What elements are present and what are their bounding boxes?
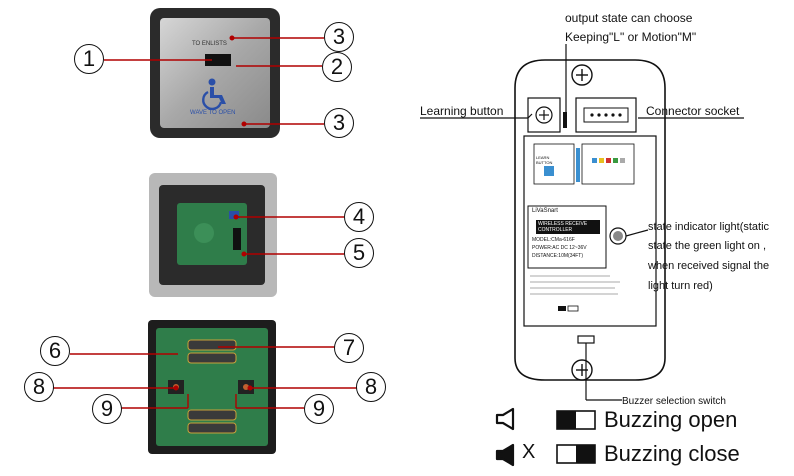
switch-close-icon — [556, 444, 596, 464]
switch-plate-photo — [150, 8, 280, 138]
receiver-power: POWER:AC DC 12~36V — [532, 245, 587, 251]
callout-4: 4 — [344, 202, 374, 232]
plate-bottom-text: WAVE TO OPEN — [190, 110, 236, 116]
learn-button-text: LEARN BUTTON — [536, 155, 553, 165]
muted-speaker-icon — [495, 443, 515, 467]
state-indicator-line4: light turn red) — [648, 280, 713, 292]
receiver-unit-drawing — [514, 59, 666, 381]
callout-6: 6 — [40, 336, 70, 366]
callout-3-bottom: 3 — [324, 108, 354, 138]
mute-x-mark: X — [522, 441, 536, 463]
state-indicator-line1: state indicator light(static — [648, 221, 770, 233]
wheelchair-icon — [202, 78, 226, 111]
receiver-model: MODEL:CMa-616F — [532, 237, 575, 243]
switch-open-icon — [556, 410, 596, 430]
callout-7: 7 — [334, 333, 364, 363]
buzzing-close-label: Buzzing close — [604, 441, 740, 466]
plate-top-text: TO ENLISTS — [192, 41, 227, 47]
callout-8-right: 8 — [356, 372, 386, 402]
battery-case-photo — [148, 320, 276, 454]
connector-socket-label: Connector socket — [646, 104, 740, 118]
callout-8-left: 8 — [24, 372, 54, 402]
callout-5: 5 — [344, 238, 374, 268]
buzzing-open-label: Buzzing open — [604, 407, 738, 432]
state-indicator-line3: when received signal the — [648, 260, 770, 272]
buzzer-switch-label: Buzzer selection switch — [622, 396, 726, 407]
callout-2: 2 — [322, 52, 352, 82]
pcb-back-photo — [149, 173, 277, 297]
output-state-line1: output state can choose — [565, 11, 693, 25]
learning-button-label: Learning button — [420, 104, 504, 118]
callout-1: 1 — [74, 44, 104, 74]
receiver-distance: DISTANCE:10M(34FT) — [532, 253, 584, 259]
callout-9-left: 9 — [92, 394, 122, 424]
speaker-icon — [495, 407, 515, 431]
right-leader-lines — [420, 44, 744, 401]
output-state-line2: Keeping"L" or Motion"M" — [565, 30, 697, 44]
left-leader-lines — [52, 35, 358, 409]
receiver-brand: LiVaSnart — [532, 208, 558, 214]
receiver-label-title: WIRELESS RECEIVE CONTROLLER — [538, 221, 588, 233]
state-indicator-line2: state the green light on , — [648, 240, 767, 252]
callout-3-top: 3 — [324, 22, 354, 52]
callout-9-right: 9 — [304, 394, 334, 424]
